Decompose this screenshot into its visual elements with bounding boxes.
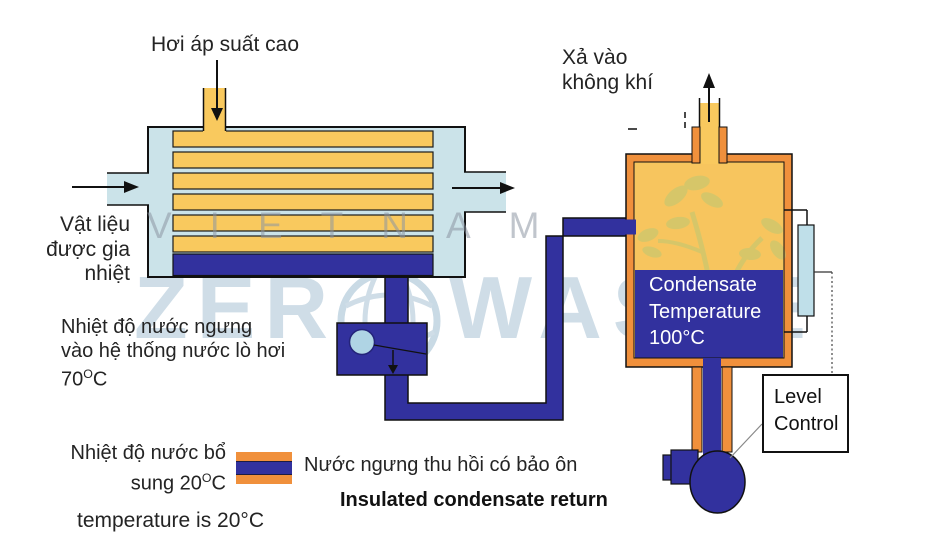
sight-glass xyxy=(784,209,833,374)
material-label: Vật liệu được gia nhiệt xyxy=(46,213,130,285)
trap-discharge-arrow xyxy=(388,350,398,374)
vent-label: Xả vào không khí xyxy=(562,46,654,94)
condensate-pump xyxy=(662,449,746,514)
makeup-water-label: Nhiệt độ nước bổ sung 20OC xyxy=(70,442,226,495)
exchanger-plates xyxy=(172,130,434,253)
material-out-arrow xyxy=(452,182,515,194)
steam-trap xyxy=(336,322,428,376)
level-control-box xyxy=(762,374,849,453)
vent-arrow xyxy=(703,73,715,122)
watermark-word: VIETNAM xyxy=(147,205,578,246)
legend-pipe-label: Nước ngưng thu hồi có bảo ôn xyxy=(304,454,578,476)
insulated-pipe-legend-swatch xyxy=(236,452,292,484)
stray-mark xyxy=(628,128,637,130)
heat-exchanger xyxy=(107,88,506,278)
tank-temperature-label: Condensate Temperature 100°C xyxy=(649,274,762,349)
material-outlet-stub xyxy=(464,171,506,213)
steam-inlet-label: Hơi áp suất cao xyxy=(151,33,300,56)
flash-tank xyxy=(620,153,793,368)
level-control-label: Level Control xyxy=(774,386,839,435)
legend-swatch-core xyxy=(236,461,292,475)
insulated-return-label: Insulated condensate return xyxy=(340,489,608,511)
material-in-arrow xyxy=(72,181,139,193)
tank-vent xyxy=(691,98,728,164)
temperature-note-label: temperature is 20°C xyxy=(77,509,264,532)
float-ball xyxy=(348,328,376,356)
stray-mark xyxy=(684,112,686,128)
condensate-band xyxy=(172,253,434,277)
pump-pointer-line xyxy=(729,423,763,459)
condensate-temp-note: Nhiệt độ nước ngưng vào hệ thống nước lò… xyxy=(61,316,286,391)
tank-inlet-opening xyxy=(620,219,636,235)
tank-drain-pipe xyxy=(691,358,733,468)
steam-in-arrow xyxy=(211,60,223,121)
tank-liquid xyxy=(635,270,783,358)
